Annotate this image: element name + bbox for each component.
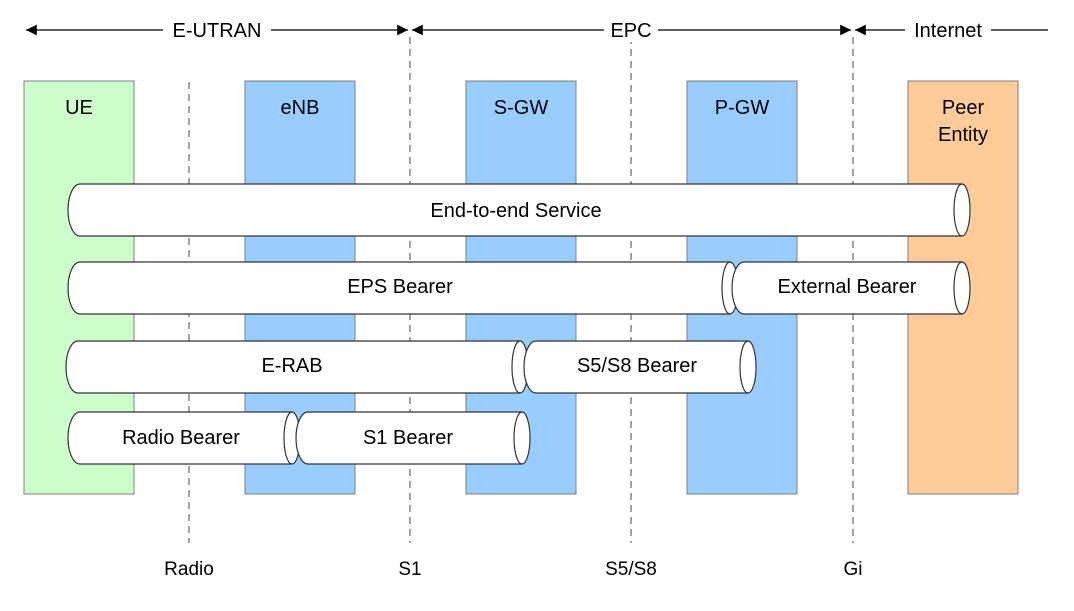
domain-eutran-label: E-UTRAN — [173, 20, 262, 42]
domain-epc-label-bg — [604, 18, 658, 42]
domain-internet-label-bg — [905, 18, 991, 42]
node-enb-label: eNB — [281, 97, 320, 119]
bearer-s5s8-bearer: S5/S8 Bearer — [523, 340, 757, 394]
interface-s1-label: S1 — [398, 559, 421, 580]
domain-eutran-label-bg — [163, 18, 271, 42]
bearer-radio-bearer-label: Radio Bearer — [122, 427, 240, 449]
bearer-eps-bearer: EPS Bearer — [67, 261, 739, 315]
node-sgw-label: S-GW — [494, 97, 549, 119]
bearer-end-to-end-service: End-to-end Service — [67, 183, 971, 237]
bearer-radio-bearer: Radio Bearer — [67, 411, 301, 465]
interface-radio-label: Radio — [164, 559, 214, 580]
node-peer-label-line2: Entity — [938, 124, 988, 146]
bearer-end-to-end-service-label: End-to-end Service — [430, 200, 601, 222]
bearer-e-rab: E-RAB — [65, 340, 529, 394]
node-pgw-label: P-GW — [715, 97, 770, 119]
bearer-s1-bearer: S1 Bearer — [295, 411, 531, 465]
domain-internet-label: Internet — [914, 20, 982, 42]
node-peer-label-line1: Peer — [942, 97, 985, 119]
bearer-e-rab-label: E-RAB — [261, 355, 322, 377]
bearer-eps-bearer-label: EPS Bearer — [347, 276, 453, 298]
bearer-external-bearer-label: External Bearer — [778, 276, 917, 298]
interface-s5s8-label: S5/S8 — [605, 559, 657, 580]
interface-gi-label: Gi — [844, 559, 863, 580]
bearer-external-bearer: External Bearer — [731, 261, 971, 315]
bearer-s5s8-bearer-label: S5/S8 Bearer — [577, 355, 697, 377]
node-ue-label: UE — [65, 97, 93, 119]
bearer-s1-bearer-label: S1 Bearer — [363, 427, 453, 449]
domain-epc-label: EPC — [610, 20, 651, 42]
